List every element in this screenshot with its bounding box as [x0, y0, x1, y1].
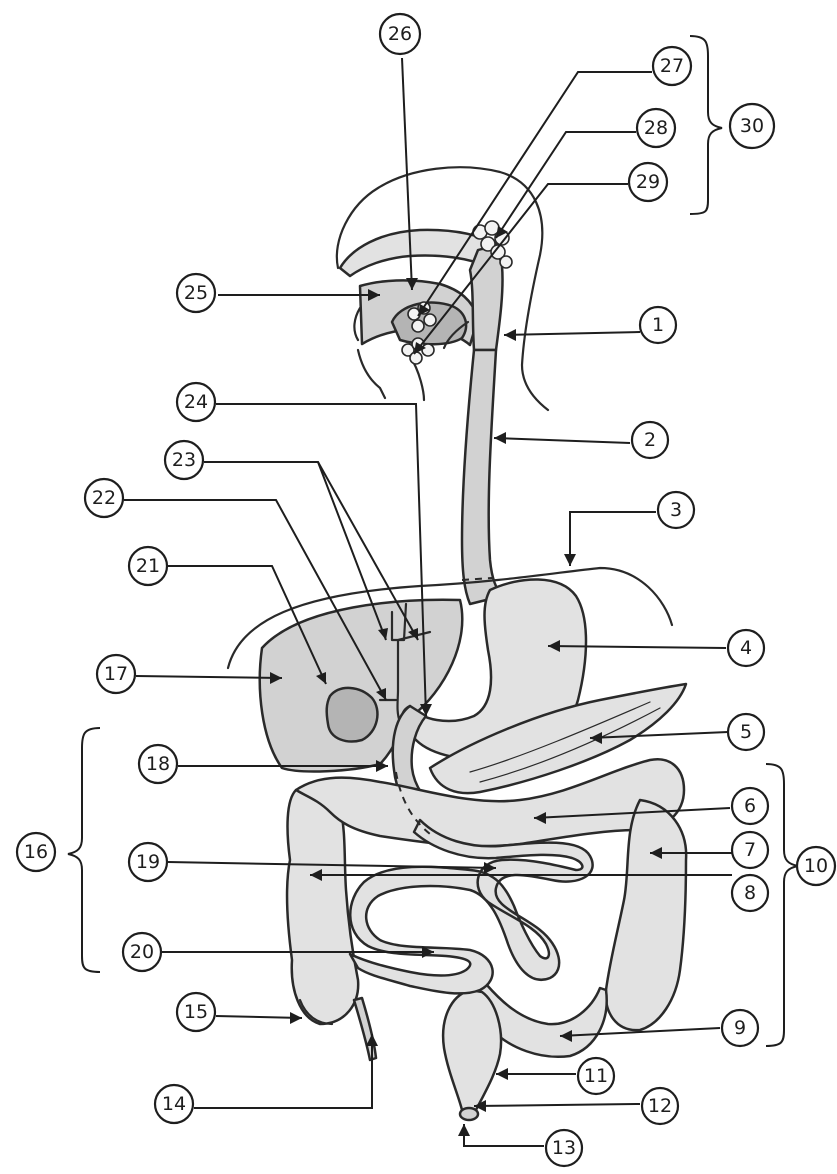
svg-text:25: 25 — [184, 282, 208, 304]
svg-text:19: 19 — [136, 851, 160, 873]
callouts: 1 2 3 4 5 6 7 8 9 10 11 12 13 14 15 16 1… — [17, 14, 835, 1166]
callout-28: 28 — [637, 109, 675, 147]
callout-23: 23 — [165, 441, 203, 479]
callout-6: 6 — [732, 788, 768, 824]
esophagus — [462, 350, 502, 604]
pharynx — [470, 249, 503, 350]
svg-text:13: 13 — [552, 1137, 576, 1159]
svg-text:29: 29 — [636, 171, 660, 193]
svg-text:17: 17 — [104, 663, 128, 685]
brace-10 — [766, 764, 798, 1046]
small-intestine — [350, 820, 593, 993]
callout-16: 16 — [17, 833, 55, 871]
callout-19: 19 — [129, 843, 167, 881]
svg-text:11: 11 — [584, 1065, 608, 1087]
svg-text:12: 12 — [648, 1095, 672, 1117]
callout-11: 11 — [578, 1058, 614, 1094]
callout-24: 24 — [177, 383, 215, 421]
callout-9: 9 — [722, 1010, 758, 1046]
anus — [460, 1108, 478, 1120]
descending-colon — [606, 800, 686, 1030]
svg-text:18: 18 — [146, 753, 170, 775]
svg-text:22: 22 — [92, 487, 116, 509]
svg-text:26: 26 — [388, 23, 412, 45]
callout-22: 22 — [85, 479, 123, 517]
callout-2: 2 — [632, 422, 668, 458]
svg-text:4: 4 — [740, 637, 752, 659]
svg-text:23: 23 — [172, 449, 196, 471]
brace-30 — [690, 36, 722, 214]
callout-17: 17 — [97, 655, 135, 693]
callout-4: 4 — [728, 630, 764, 666]
svg-text:8: 8 — [744, 882, 756, 904]
svg-text:15: 15 — [184, 1001, 208, 1023]
svg-text:21: 21 — [136, 555, 160, 577]
callout-20: 20 — [123, 933, 161, 971]
svg-text:24: 24 — [184, 391, 208, 413]
svg-text:28: 28 — [644, 117, 668, 139]
callout-27: 27 — [653, 47, 691, 85]
svg-text:1: 1 — [652, 314, 664, 336]
svg-text:2: 2 — [644, 429, 656, 451]
svg-text:14: 14 — [162, 1093, 186, 1115]
callout-15: 15 — [177, 993, 215, 1031]
callout-13: 13 — [546, 1130, 582, 1166]
rectum — [443, 990, 501, 1110]
callout-3: 3 — [658, 492, 694, 528]
svg-text:20: 20 — [130, 941, 154, 963]
callout-30: 30 — [730, 104, 774, 148]
svg-text:27: 27 — [660, 55, 684, 77]
callout-12: 12 — [642, 1088, 678, 1124]
callout-8: 8 — [732, 875, 768, 911]
callout-25: 25 — [177, 274, 215, 312]
callout-10: 10 — [797, 847, 835, 885]
svg-text:10: 10 — [804, 855, 828, 877]
svg-text:16: 16 — [24, 841, 48, 863]
svg-text:7: 7 — [744, 839, 756, 861]
svg-text:5: 5 — [740, 721, 752, 743]
callout-1: 1 — [640, 307, 676, 343]
svg-text:30: 30 — [740, 115, 764, 137]
brace-16 — [68, 728, 100, 972]
callout-21: 21 — [129, 547, 167, 585]
head — [337, 167, 548, 410]
callout-14: 14 — [155, 1085, 193, 1123]
callout-26: 26 — [380, 14, 420, 54]
callout-7: 7 — [732, 832, 768, 868]
svg-text:9: 9 — [734, 1017, 746, 1039]
callout-29: 29 — [629, 163, 667, 201]
svg-text:6: 6 — [744, 795, 756, 817]
gallbladder — [327, 688, 378, 742]
svg-text:3: 3 — [670, 499, 682, 521]
callout-18: 18 — [139, 745, 177, 783]
callout-5: 5 — [728, 714, 764, 750]
